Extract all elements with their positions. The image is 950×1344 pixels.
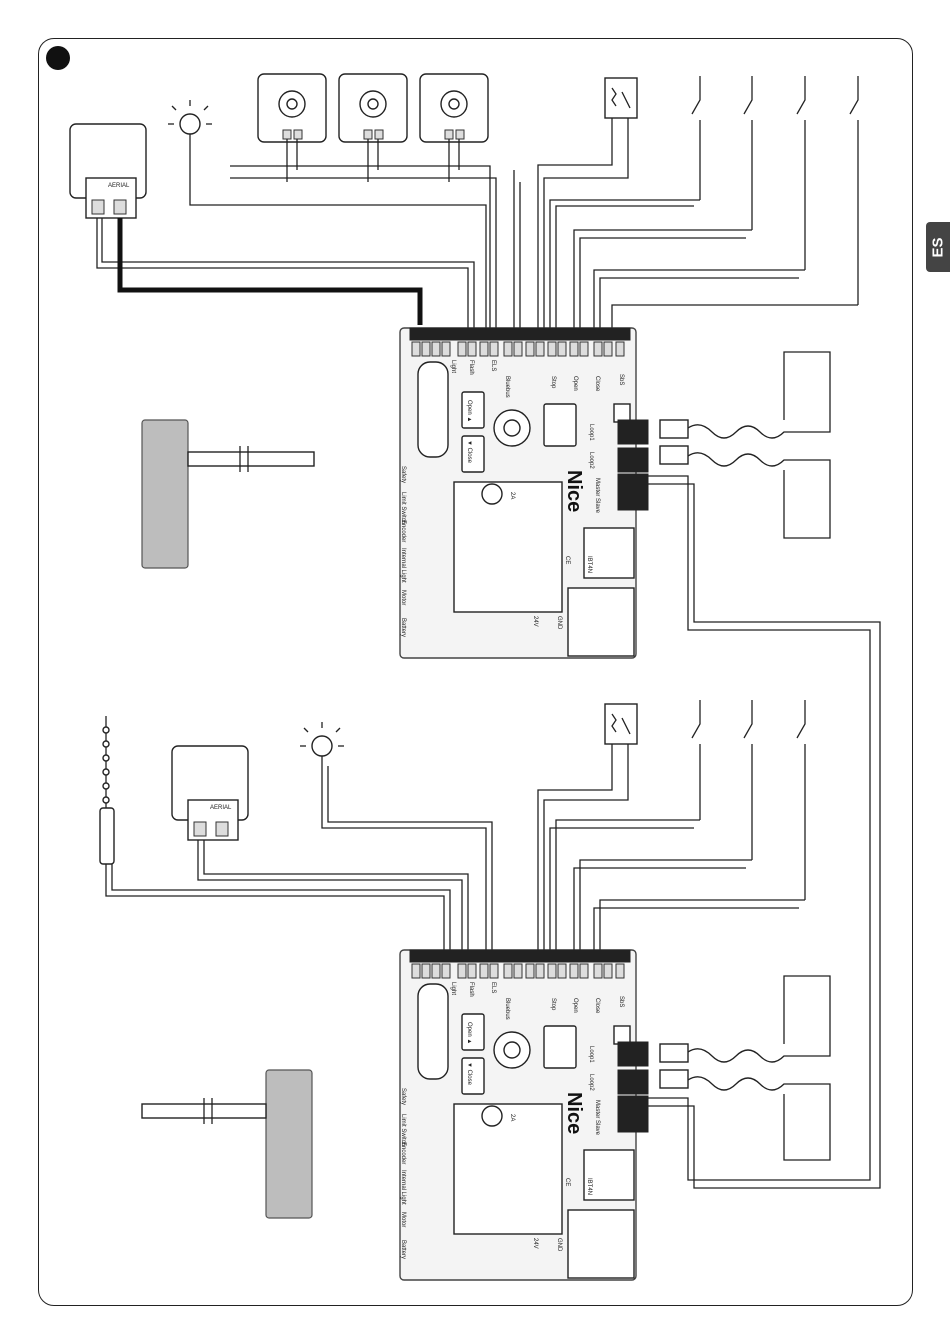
board-top-module: IBT4N (586, 556, 592, 573)
board-bottom-mark: CE (564, 1178, 570, 1186)
board-bottom-fuse: 2A (509, 1114, 515, 1121)
receiver-bottom-aerial-label: AERIAL (210, 805, 232, 811)
receiver-top-aerial-label: AERIAL (108, 183, 130, 189)
loop-terminals-top (617, 419, 649, 511)
board-top-safety: Safety (400, 466, 406, 483)
board-top-intlight: Internal Light (400, 548, 406, 583)
board-top-loop1: Loop1 (588, 424, 594, 441)
board-bottom-master: Master Slave (594, 1100, 600, 1136)
board-top-master: Master Slave (594, 478, 600, 514)
switch-icon (604, 76, 859, 305)
board-bottom-module: IBT4N (586, 1178, 592, 1195)
board-bottom-close-btn: ▼ Close (466, 1062, 472, 1086)
light-strip-icon (99, 716, 115, 865)
board-top-mark: CE (564, 556, 570, 564)
loop-terminals-bottom (617, 1041, 649, 1133)
board-top-battery: Battery (400, 618, 406, 637)
board-bottom-loop1: Loop1 (588, 1046, 594, 1063)
switch-icon (604, 700, 806, 900)
board-top-close-btn: ▼ Close (466, 440, 472, 464)
board-bottom-light: Light (450, 982, 456, 995)
board-top-sbs: SbS (618, 374, 624, 385)
board-bottom-gnd: GND (556, 1238, 562, 1252)
board-bottom-stop: Stop (550, 998, 556, 1011)
board-bottom-open-btn: Open ▲ (466, 1022, 472, 1044)
board-top-motor: Motor (400, 590, 406, 605)
wiring-top (96, 118, 858, 328)
board-top-bluebus: Bluebus (504, 376, 510, 398)
loop-wiring-top (648, 351, 881, 1189)
board-bottom-battery: Battery (400, 1240, 406, 1259)
board-bottom-loop2: Loop2 (588, 1074, 594, 1091)
board-top-24v: 24V (532, 616, 538, 627)
board-bottom-els: ELS (490, 982, 496, 993)
wiring-bottom (105, 744, 805, 950)
board-top-flash: Flash (468, 360, 474, 375)
board-bottom-sbs: SbS (618, 996, 624, 1007)
board-bottom-close: Close (594, 998, 600, 1014)
board-top-open-btn: Open ▲ (466, 400, 472, 422)
board-bottom-limit: Limit Switch (400, 1114, 406, 1146)
diagram-frame (38, 38, 913, 1306)
board-bottom-open: Open (572, 998, 578, 1013)
board-top-gnd: GND (556, 616, 562, 630)
board-bottom-24v: 24V (532, 1238, 538, 1249)
control-board-top: Nice 2A IBT4N CE SbS Close Open Stop Blu… (399, 327, 649, 659)
radio-receiver-top: AERIAL (69, 123, 147, 219)
barrier-icon (141, 419, 315, 569)
board-bottom-bluebus: Bluebus (504, 998, 510, 1020)
board-bottom-flash: Flash (468, 982, 474, 997)
board-bottom-brand: Nice (563, 1092, 585, 1134)
lamp-icon (300, 722, 344, 766)
board-top-close: Close (594, 376, 600, 392)
board-top-encoder: Encoder (400, 520, 406, 542)
board-top-limit: Limit Switch (400, 492, 406, 524)
radio-receiver-bottom: AERIAL (171, 745, 249, 841)
board-top-els: ELS (490, 360, 496, 371)
board-top-light: Light (450, 360, 456, 373)
board-top-stop: Stop (550, 376, 556, 389)
board-top-open: Open (572, 376, 578, 391)
barrier-icon (141, 1069, 313, 1219)
board-bottom-motor: Motor (400, 1212, 406, 1227)
control-board-bottom: Nice 2A IBT4N CE SbS Close Open Stop Blu… (399, 949, 649, 1281)
language-tab: ES (926, 222, 950, 272)
lamp-icon (168, 100, 212, 144)
loop-wiring-bottom (659, 975, 831, 1161)
figure-bullet-icon (46, 46, 70, 70)
board-bottom-safety: Safety (400, 1088, 406, 1105)
board-bottom-intlight: Internal Light (400, 1170, 406, 1205)
board-top-loop2: Loop2 (588, 452, 594, 469)
board-top-brand: Nice (563, 470, 585, 512)
photocell-icon (257, 73, 489, 143)
board-top-fuse: 2A (509, 492, 515, 499)
board-bottom-encoder: Encoder (400, 1142, 406, 1164)
